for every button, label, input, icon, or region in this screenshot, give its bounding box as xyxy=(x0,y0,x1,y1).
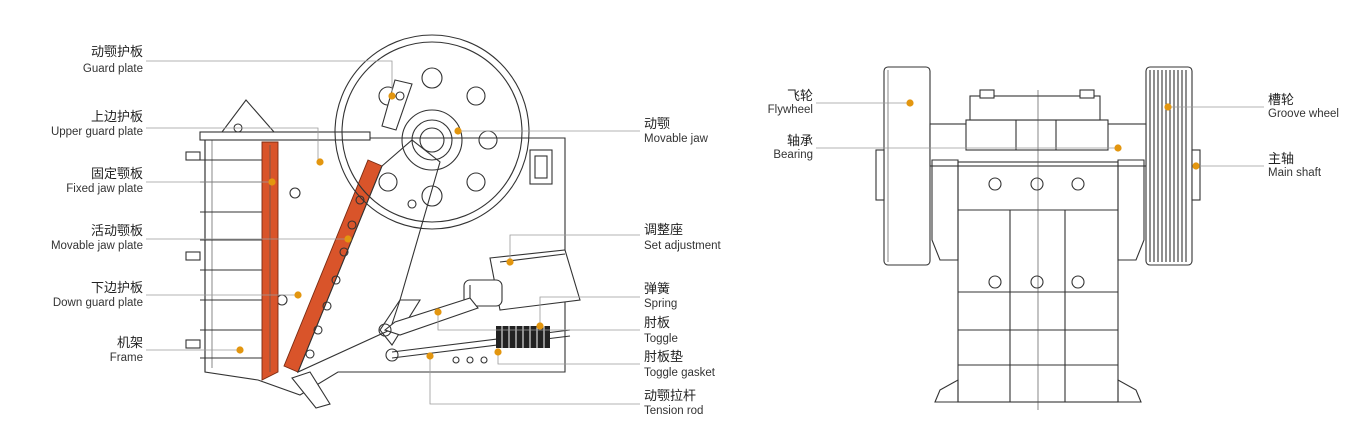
label-movable-jaw-plate: 活动颚板 Movable jaw plate xyxy=(51,224,143,252)
label-upper-guard-plate: 上边护板 Upper guard plate xyxy=(51,110,143,138)
label-cn: 调整座 xyxy=(644,223,683,238)
label-cn: 下边护板 xyxy=(91,281,143,296)
label-down-guard-plate: 下边护板 Down guard plate xyxy=(53,281,143,309)
label-set-adjustment: 调整座 Set adjustment xyxy=(644,223,722,252)
groove-wheel-shape xyxy=(1145,66,1193,266)
label-bearing: 轴承 Bearing xyxy=(773,134,813,161)
leader-lines xyxy=(146,60,1264,405)
label-en: Upper guard plate xyxy=(51,126,143,138)
label-en: Tension rod xyxy=(644,405,703,417)
side-view-drawing xyxy=(185,34,581,409)
label-cn: 动颚护板 xyxy=(91,45,143,60)
label-cn: 机架 xyxy=(117,336,143,351)
label-en: Set adjustment xyxy=(644,240,722,252)
label-en: Fixed jaw plate xyxy=(66,183,143,195)
label-en: Flywheel xyxy=(768,104,813,116)
label-groove-wheel: 槽轮 Groove wheel xyxy=(1268,93,1339,120)
label-flywheel: 飞轮 Flywheel xyxy=(768,89,813,116)
label-frame: 机架 Frame xyxy=(110,336,143,364)
label-tension-rod: 动颚拉杆 Tension rod xyxy=(644,389,703,417)
spring-shape xyxy=(496,324,550,350)
label-en: Spring xyxy=(644,298,677,310)
side-flywheel xyxy=(334,34,530,230)
label-cn: 肘板 xyxy=(644,316,670,331)
label-en: Frame xyxy=(110,352,143,364)
label-cn: 动颚 xyxy=(644,117,670,132)
label-toggle: 肘板 Toggle xyxy=(644,316,678,345)
frame-ribs xyxy=(200,159,262,359)
label-toggle-gasket: 肘板垫 Toggle gasket xyxy=(644,349,716,379)
label-en: Movable jaw plate xyxy=(51,240,143,252)
label-cn: 动颚拉杆 xyxy=(644,389,696,404)
front-bolts xyxy=(988,177,1085,289)
label-cn: 槽轮 xyxy=(1268,93,1294,108)
front-view-drawing xyxy=(875,66,1201,410)
set-adjustment-shape xyxy=(463,249,581,311)
label-cn: 活动颚板 xyxy=(91,224,143,239)
label-en: Groove wheel xyxy=(1268,108,1339,120)
jaw-bolts xyxy=(305,195,365,359)
side-bolts xyxy=(185,151,301,349)
label-main-shaft: 主轴 Main shaft xyxy=(1268,152,1322,179)
label-en: Bearing xyxy=(773,149,813,161)
label-spring: 弹簧 Spring xyxy=(644,281,677,310)
label-en: Toggle gasket xyxy=(644,367,716,379)
label-cn: 肘板垫 xyxy=(644,349,683,365)
label-fixed-jaw-plate: 固定颚板 Fixed jaw plate xyxy=(66,167,143,195)
flywheel-shape xyxy=(883,66,931,266)
label-cn: 飞轮 xyxy=(787,89,813,104)
label-cn: 弹簧 xyxy=(644,281,670,297)
label-en: Main shaft xyxy=(1268,167,1322,179)
label-en: Guard plate xyxy=(83,63,143,75)
label-en: Down guard plate xyxy=(53,297,143,309)
label-en: Movable jaw xyxy=(644,133,709,145)
label-movable-jaw: 动颚 Movable jaw xyxy=(644,117,709,145)
label-guard-plate: 动颚护板 Guard plate xyxy=(83,45,143,75)
label-cn: 主轴 xyxy=(1268,152,1294,167)
callout-dots xyxy=(236,92,1200,360)
label-cn: 固定颚板 xyxy=(91,167,143,182)
label-cn: 轴承 xyxy=(787,134,813,149)
label-en: Toggle xyxy=(644,333,678,345)
label-cn: 上边护板 xyxy=(91,110,143,125)
